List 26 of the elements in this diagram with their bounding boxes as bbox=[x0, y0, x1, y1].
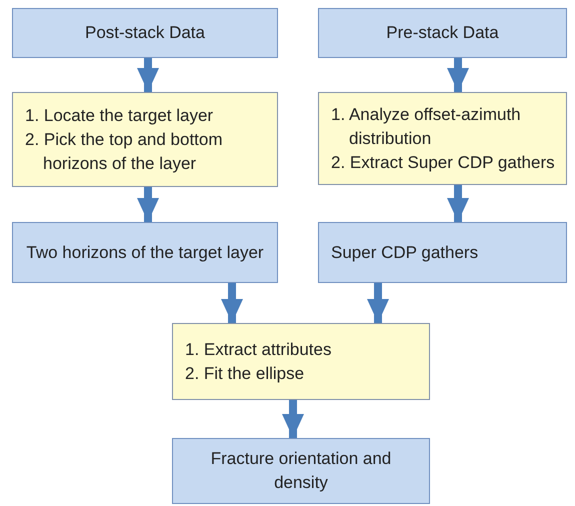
box-label: Post-stack Data bbox=[85, 22, 205, 44]
arrow bbox=[137, 58, 159, 92]
arrow bbox=[137, 187, 159, 222]
step-text: 1. Extract attributes bbox=[185, 338, 332, 360]
arrow bbox=[221, 283, 243, 323]
step-box bbox=[12, 92, 278, 187]
box-label: Super CDP gathers bbox=[331, 242, 478, 264]
step-text: 1. Analyze offset-azimuth distribution bbox=[331, 104, 522, 150]
step-text: 2. Pick the top and bottom horizons of the layer bbox=[25, 128, 224, 174]
arrow bbox=[447, 58, 469, 92]
box-label: Fracture orientation and density bbox=[210, 448, 392, 494]
data-box bbox=[172, 438, 430, 504]
step-box bbox=[318, 92, 567, 185]
box-label: Pre-stack Data bbox=[386, 22, 499, 44]
box-label: Two horizons of the target layer bbox=[26, 242, 264, 264]
data-box bbox=[12, 222, 278, 283]
arrow bbox=[447, 185, 469, 222]
step-text: 2. Extract Super CDP gathers bbox=[331, 152, 556, 174]
data-box bbox=[318, 222, 567, 283]
arrow bbox=[282, 400, 304, 438]
arrow bbox=[367, 283, 389, 323]
step-text: 1. Locate the target layer bbox=[25, 104, 214, 126]
step-text: 2. Fit the ellipse bbox=[185, 362, 306, 384]
step-box bbox=[172, 323, 430, 400]
data-box bbox=[12, 8, 278, 58]
data-box bbox=[318, 8, 567, 58]
